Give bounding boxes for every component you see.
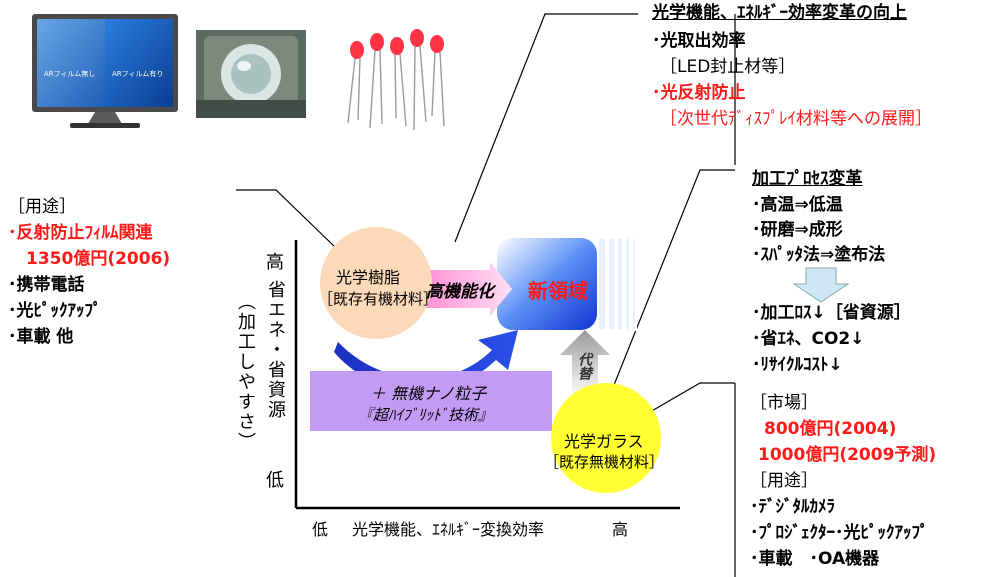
left-use-anti-reflection: ･反射防止ﾌｨﾙﾑ関連 bbox=[8, 223, 153, 243]
glass-label-1: 光学ガラス bbox=[564, 432, 644, 451]
market-use-2: ･ﾌﾟﾛｼﾞｪｸﾀｰ･光ﾋﾟｯｸｱｯﾌﾟ bbox=[750, 523, 929, 543]
market-uses-heading: ［用途］ bbox=[750, 471, 818, 491]
market-heading: ［市場］ bbox=[750, 393, 818, 413]
light-extraction-item: ･光取出効率 bbox=[652, 31, 746, 51]
process-item-3: ･ｽﾊﾟｯﾀ法⇒塗布法 bbox=[752, 245, 886, 265]
tv-image: ARフィルム無し ARフィルム有り bbox=[30, 12, 180, 130]
process-item-2: ･研磨⇒成形 bbox=[752, 220, 843, 240]
resin-label-2: ［既存有機材料］ bbox=[318, 290, 439, 308]
glass-label-2: ［既存無機材料］ bbox=[544, 453, 665, 471]
nano-label-1: ＋ 無機ナノ粒子 bbox=[370, 384, 487, 403]
left-use-2: ･光ﾋﾟｯｸｱｯﾌﾟ bbox=[8, 301, 102, 321]
anti-reflection-sub: ［次世代ﾃﾞｨｽﾌﾟﾚｲ材料等への展開］ bbox=[660, 109, 932, 129]
market-value-2004: 800億円(2004) bbox=[764, 419, 897, 439]
market-use-1: ･ﾃﾞｼﾞﾀﾙｶﾒﾗ bbox=[750, 497, 835, 517]
left-use-1: ･携帯電話 bbox=[8, 275, 85, 295]
anti-reflection-item: ･光反射防止 bbox=[652, 83, 746, 103]
new-area-label: 新領域 bbox=[528, 279, 588, 303]
left-use-3: ･車載 他 bbox=[8, 327, 74, 347]
nano-label-2: 『超ﾊｲﾌﾞﾘｯﾄﾞ技術』 bbox=[358, 406, 494, 424]
x-axis-label: 光学機能、ｴﾈﾙｷﾞｰ変換効率 bbox=[352, 520, 545, 539]
substitute-label: 代替 bbox=[576, 352, 592, 380]
x-axis-low: 低 bbox=[312, 520, 329, 539]
market-use-3: ･車載 ･OA機器 bbox=[750, 549, 880, 569]
y-axis-label-sub: （加工しやすさ） bbox=[235, 292, 256, 452]
y-axis-high: 高 bbox=[266, 252, 284, 273]
optical-efficiency-title: 光学機能、ｴﾈﾙｷﾞｰ効率変革の向上 bbox=[652, 3, 907, 23]
process-result-2: ･省ｴﾈ、CO2↓ bbox=[752, 329, 865, 349]
led-image bbox=[340, 28, 450, 133]
market-value-2009: 1000億円(2009予測) bbox=[758, 445, 937, 465]
arrow-label-high-function: 高機能化 bbox=[426, 282, 494, 302]
resin-label-1: 光学樹脂 bbox=[336, 268, 401, 287]
left-use-anti-reflection-value: 1350億円(2006) bbox=[26, 249, 171, 269]
y-axis-label: 省エネ・省資源 bbox=[265, 280, 286, 420]
process-item-1: ･高温⇒低温 bbox=[752, 195, 843, 215]
x-axis-high: 高 bbox=[612, 520, 629, 539]
y-axis-low: 低 bbox=[266, 470, 284, 491]
process-title: 加工ﾌﾟﾛｾｽ変革 bbox=[752, 169, 863, 189]
left-uses-heading: ［用途］ bbox=[8, 197, 76, 217]
process-result-3: ･ﾘｻｲｸﾙｺｽﾄ↓ bbox=[752, 355, 843, 375]
tv-label-left: ARフィルム無し bbox=[44, 70, 96, 78]
process-result-1: ･加工ﾛｽ↓［省資源］ bbox=[752, 303, 911, 323]
light-extraction-sub: ［LED封止材等］ bbox=[660, 57, 796, 77]
optical-lens-image bbox=[196, 30, 306, 118]
tv-label-right: ARフィルム有り bbox=[112, 70, 164, 78]
